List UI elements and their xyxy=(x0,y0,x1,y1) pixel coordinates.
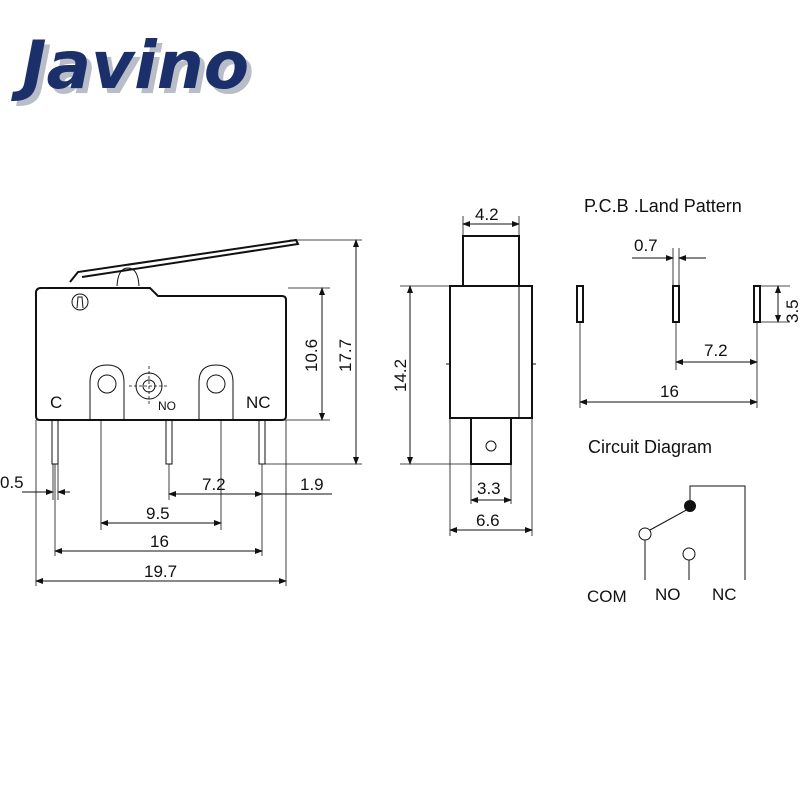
circuit-label-nc: NC xyxy=(712,585,737,604)
dim-side-width: 6.6 xyxy=(476,511,500,530)
circuit-label-no: NO xyxy=(655,585,681,604)
pin-label-nc: NC xyxy=(246,393,271,412)
dim-pin-offset: 1.9 xyxy=(300,475,324,494)
lever-arm xyxy=(69,238,300,283)
pin-nc xyxy=(258,419,266,465)
com-terminal xyxy=(638,527,652,541)
dim-pad-width: 0.7 xyxy=(634,236,658,255)
pcb-pad-no xyxy=(672,285,680,323)
terminal-tab xyxy=(470,417,512,465)
front-extension-lines xyxy=(35,420,287,586)
body-mark-inner xyxy=(76,296,84,309)
side-body-edges xyxy=(462,236,520,418)
circuit-label-com: COM xyxy=(587,587,627,606)
center-crosshair xyxy=(129,366,169,406)
mount-hole-left xyxy=(97,374,117,394)
front-view: C NO NC 0.5 7.2 1.9 9.5 16 19.7 10.6 xyxy=(0,238,362,586)
brand-logo: Javino xyxy=(11,27,249,104)
pcb-pad-c xyxy=(576,285,584,323)
nc-terminal xyxy=(684,500,696,512)
dim-no-nc-pitch: 7.2 xyxy=(202,475,226,494)
dim-pcb-overall: 16 xyxy=(660,382,679,401)
dim-body-height: 10.6 xyxy=(302,339,321,372)
pad-width-extensions xyxy=(672,248,680,286)
dim-pcb-pitch: 7.2 xyxy=(704,341,728,360)
dim-overall-height: 17.7 xyxy=(336,339,355,372)
terminal-tab-hole xyxy=(485,440,497,452)
dim-overall-length: 19.7 xyxy=(144,562,177,581)
pin-no xyxy=(165,419,173,465)
side-body xyxy=(449,285,533,419)
mount-boss-left xyxy=(89,364,125,420)
pin-label-no: NO xyxy=(158,399,176,413)
mount-hole-right xyxy=(206,374,226,394)
pin-label-c: C xyxy=(50,393,62,412)
pcb-land-pattern: P.C.B .Land Pattern 0.7 3.5 7.2 16 xyxy=(576,196,800,408)
side-extension-lines xyxy=(400,216,533,536)
switch-contact-arm xyxy=(649,507,691,531)
pcb-title: P.C.B .Land Pattern xyxy=(584,196,742,216)
dim-tab-width: 3.3 xyxy=(477,479,501,498)
switch-body xyxy=(35,287,287,421)
lever-roller xyxy=(116,267,140,287)
dim-c-to-no: 9.5 xyxy=(146,504,170,523)
side-body-ledges xyxy=(446,363,536,418)
dim-actuator-width: 4.2 xyxy=(475,205,499,224)
body-mark xyxy=(71,293,89,311)
pcb-pad-nc xyxy=(753,285,761,323)
brand-logo-shadow: Javino xyxy=(16,32,254,109)
mount-boss-right xyxy=(198,364,234,420)
circuit-diagram: Circuit Diagram COM NO NC xyxy=(587,437,746,606)
circuit-title: Circuit Diagram xyxy=(588,437,712,457)
side-view: 4.2 14.2 3.3 6.6 xyxy=(391,205,536,536)
nc-lead xyxy=(689,485,746,580)
dim-c-to-nc: 16 xyxy=(150,532,169,551)
actuator-plunger xyxy=(462,235,520,287)
height-extension-lines xyxy=(265,239,362,465)
dim-pad-height: 3.5 xyxy=(783,299,800,323)
pin-c xyxy=(51,419,59,465)
dim-pin-width: 0.5 xyxy=(0,473,24,492)
dim-side-height: 14.2 xyxy=(391,359,410,392)
no-terminal xyxy=(682,547,696,561)
